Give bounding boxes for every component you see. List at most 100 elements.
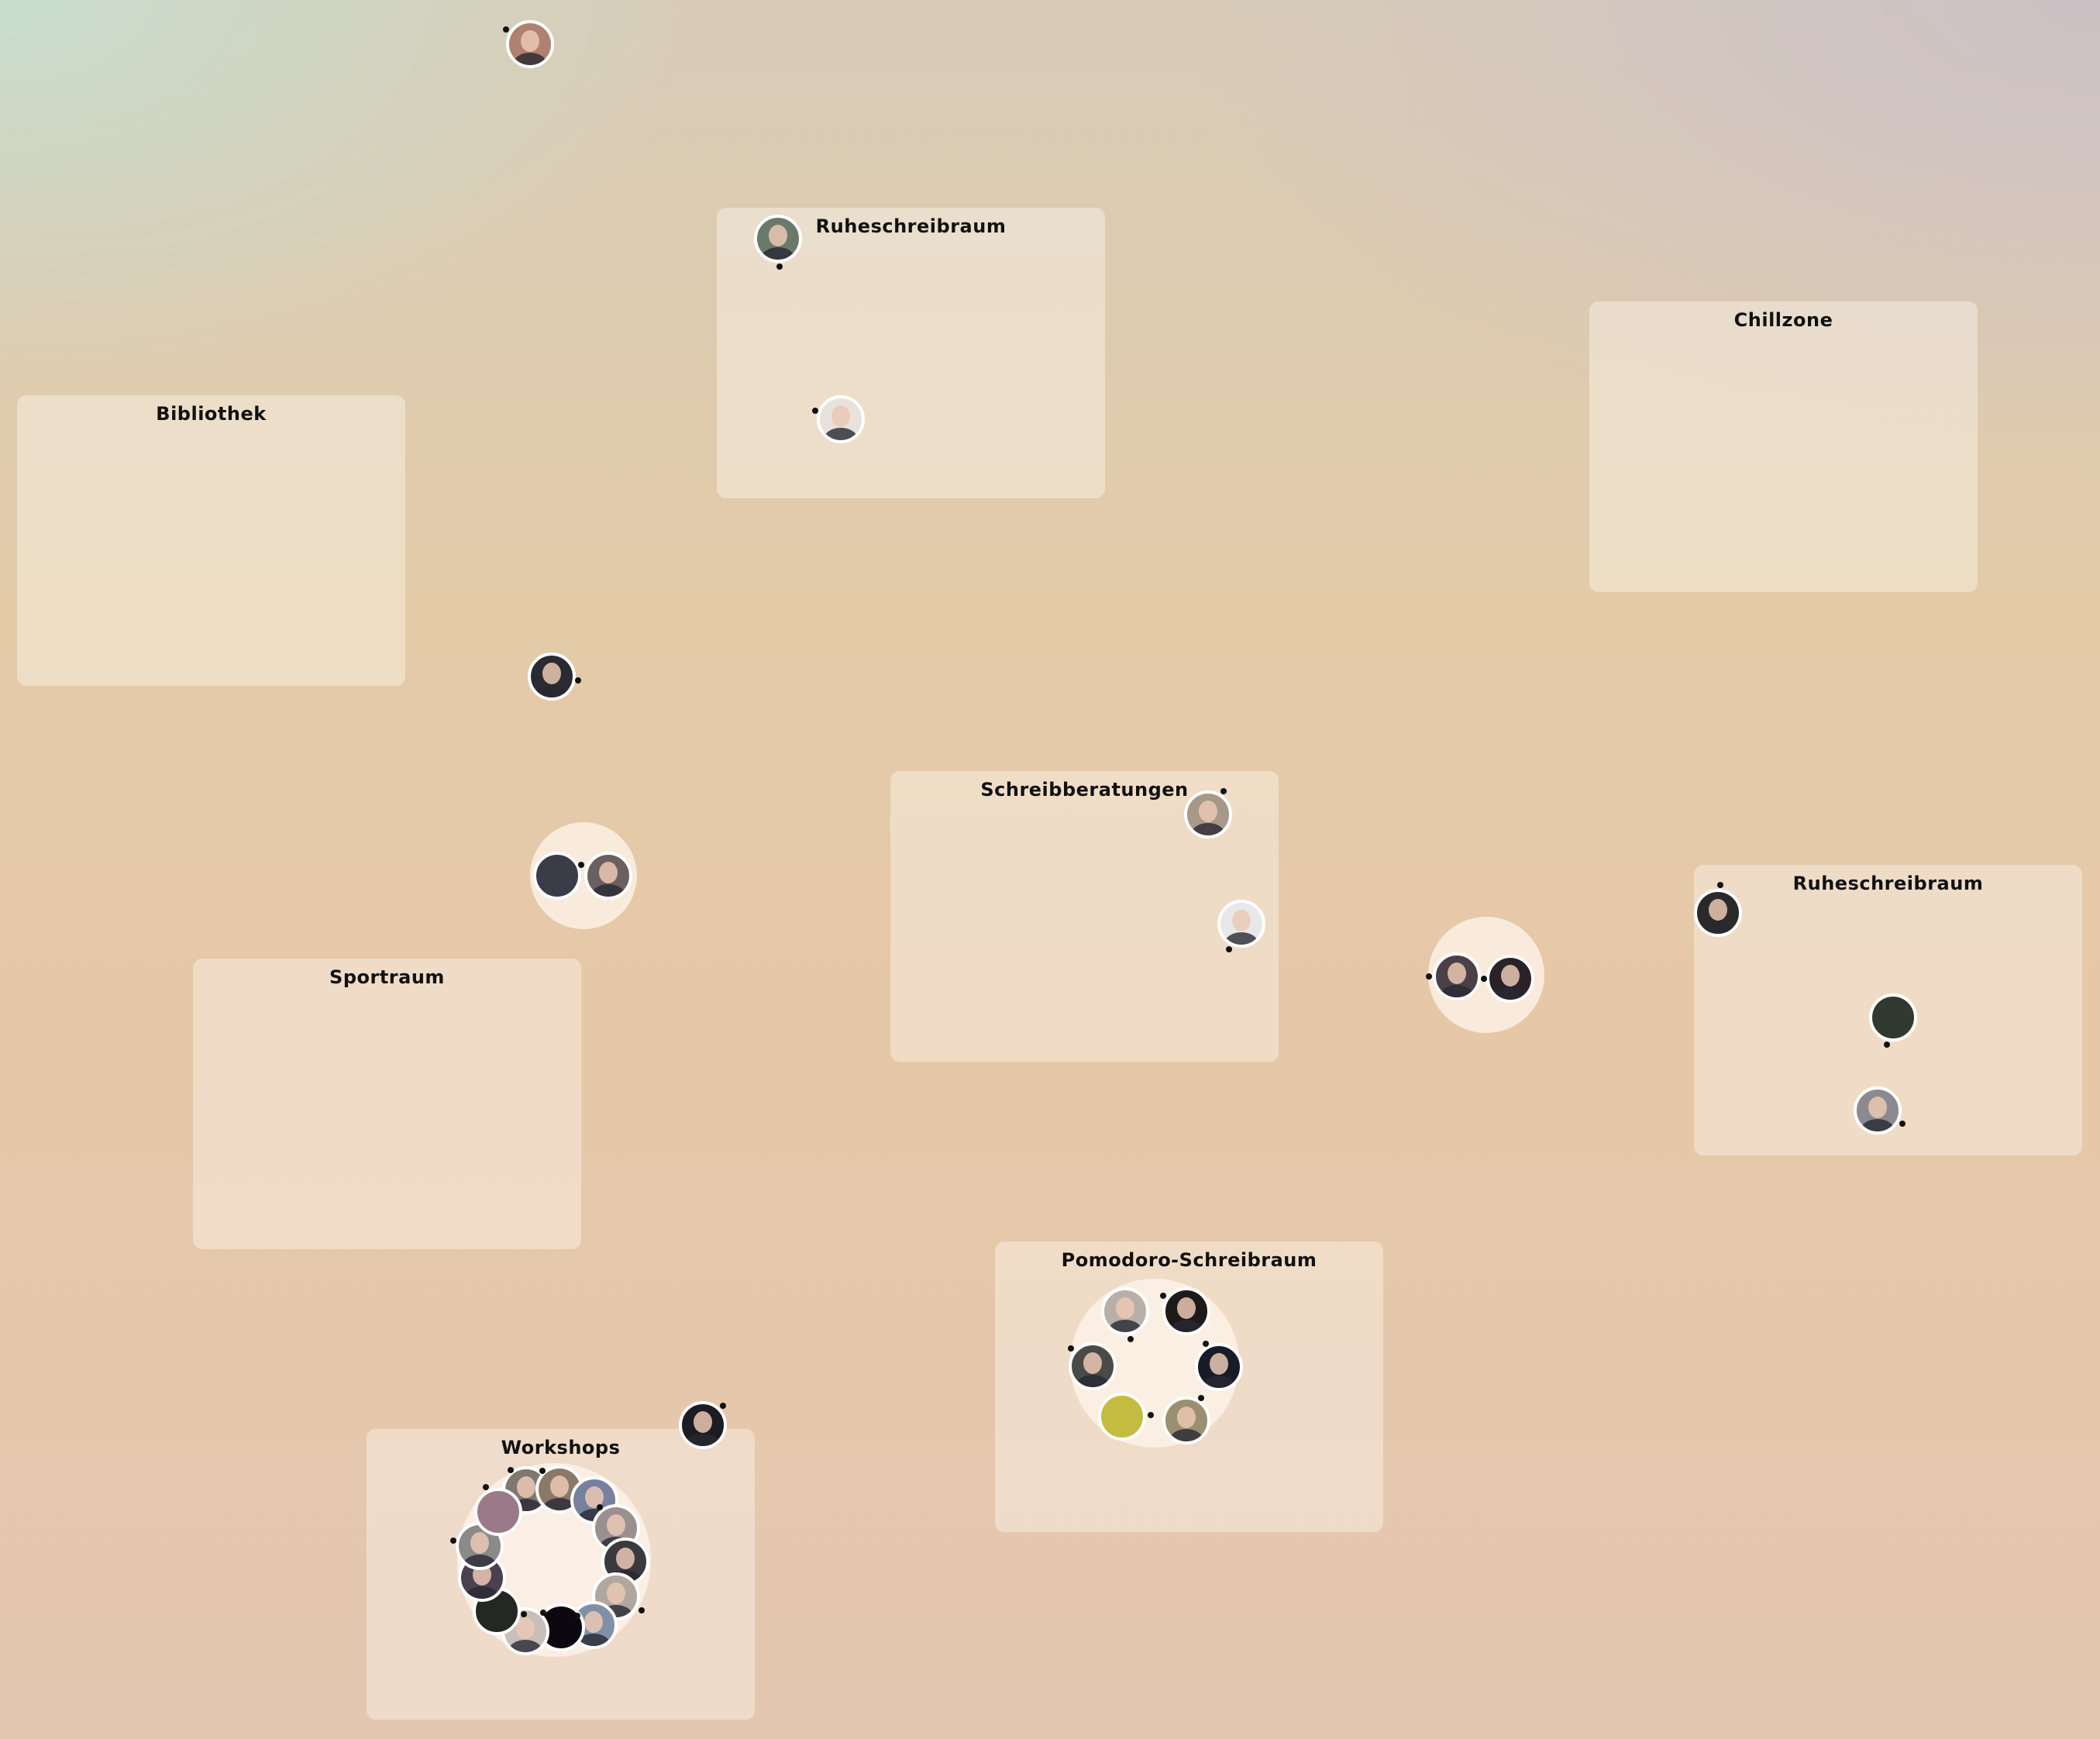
face-icon (769, 225, 787, 246)
direction-indicator-dot (540, 1610, 546, 1616)
face-icon (542, 663, 561, 684)
direction-indicator-dot (1160, 1293, 1166, 1299)
participant-avatar[interactable] (754, 215, 802, 263)
body-icon (1701, 921, 1735, 934)
room-label: Chillzone (1733, 309, 1833, 331)
body-icon (1224, 932, 1258, 945)
participant-avatar[interactable] (1162, 1287, 1210, 1335)
room-chillzone[interactable]: Chillzone (1589, 301, 1978, 592)
participant-avatar[interactable] (502, 1466, 550, 1514)
face-icon (607, 1582, 625, 1604)
face-icon (1501, 965, 1520, 987)
face-icon (1199, 801, 1217, 822)
body-icon (1493, 987, 1527, 1000)
face-icon (1232, 910, 1251, 931)
body-icon (591, 884, 625, 897)
direction-indicator-dot (1226, 946, 1232, 952)
direction-indicator-dot (521, 1611, 527, 1617)
direction-indicator-dot (1198, 1395, 1204, 1401)
face-icon (1177, 1407, 1196, 1428)
face-icon (550, 1476, 569, 1497)
direction-indicator-dot (1068, 1345, 1074, 1352)
face-icon (694, 1411, 712, 1433)
participant-avatar[interactable] (528, 653, 576, 701)
face-icon (1177, 1297, 1196, 1319)
participant-avatar[interactable] (1869, 993, 1917, 1042)
direction-indicator-dot (1426, 973, 1432, 980)
room-label: Ruheschreibraum (815, 215, 1007, 237)
direction-indicator-dot (1717, 882, 1723, 888)
room-bibliothek[interactable]: Bibliothek (17, 395, 405, 686)
body-icon (465, 1586, 499, 1599)
room-label: Workshops (501, 1437, 621, 1458)
face-icon (516, 1617, 535, 1639)
direction-indicator-dot (539, 1468, 546, 1474)
direction-indicator-dot (1481, 976, 1487, 982)
participant-avatar[interactable] (1433, 952, 1481, 1000)
face-icon (1083, 1352, 1102, 1374)
body-icon (824, 428, 858, 440)
face-icon (521, 30, 539, 52)
participant-avatar[interactable] (817, 395, 865, 443)
direction-indicator-dot (597, 1504, 603, 1510)
participant-avatar[interactable] (1854, 1086, 1902, 1135)
direction-indicator-dot (1148, 1412, 1154, 1418)
direction-indicator-dot (639, 1607, 645, 1613)
direction-indicator-dot (1220, 788, 1227, 794)
participant-avatar[interactable] (1195, 1343, 1243, 1391)
body-icon (761, 247, 795, 260)
participant-avatar[interactable] (1162, 1396, 1210, 1445)
participant-avatar[interactable] (584, 852, 632, 900)
face-icon (599, 862, 618, 883)
direction-indicator-dot (574, 1613, 580, 1619)
body-icon (1108, 1320, 1142, 1332)
face-icon (1709, 899, 1727, 921)
participant-avatar[interactable] (679, 1401, 727, 1449)
room-label: Ruheschreibraum (1792, 873, 1984, 894)
participant-avatar[interactable] (474, 1488, 522, 1536)
direction-indicator-dot (1884, 1042, 1890, 1048)
direction-indicator-dot (575, 677, 581, 684)
room-label: Schreibberatungen (980, 779, 1189, 801)
body-icon (1169, 1429, 1203, 1441)
face-icon (616, 1548, 635, 1569)
face-icon (517, 1476, 535, 1498)
body-icon (1076, 1375, 1110, 1387)
direction-indicator-dot (508, 1467, 514, 1473)
body-icon (1169, 1320, 1203, 1332)
direction-indicator-dot (1203, 1341, 1209, 1347)
face-icon (1448, 962, 1466, 984)
body-icon (577, 1634, 611, 1646)
face-icon (1868, 1097, 1887, 1118)
room-label: Sportraum (329, 966, 445, 988)
body-icon (1440, 985, 1474, 997)
direction-indicator-dot (1127, 1336, 1134, 1342)
participant-avatar[interactable] (1098, 1393, 1146, 1441)
body-icon (1191, 823, 1225, 835)
body-icon (513, 53, 547, 65)
direction-indicator-dot (1899, 1121, 1905, 1127)
direction-indicator-dot (578, 862, 584, 868)
body-icon (508, 1640, 542, 1652)
room-label: Pomodoro-Schreibraum (1061, 1249, 1317, 1271)
direction-indicator-dot (503, 26, 509, 33)
participant-avatar[interactable] (1694, 889, 1742, 937)
participant-avatar[interactable] (1217, 900, 1265, 948)
participant-avatar[interactable] (533, 852, 581, 900)
participant-avatar[interactable] (1184, 790, 1232, 839)
face-icon (470, 1532, 489, 1554)
participant-avatar[interactable] (1069, 1342, 1117, 1390)
participant-avatar[interactable] (1486, 955, 1534, 1003)
body-icon (463, 1555, 497, 1567)
face-icon (831, 405, 850, 427)
direction-indicator-dot (776, 263, 783, 270)
face-icon (1116, 1297, 1134, 1319)
room-label: Bibliothek (156, 403, 267, 425)
direction-indicator-dot (812, 408, 818, 414)
participant-avatar[interactable] (1101, 1287, 1149, 1335)
face-icon (1210, 1353, 1228, 1375)
body-icon (542, 1498, 577, 1510)
room-sportraum[interactable]: Sportraum (193, 959, 581, 1249)
participant-avatar[interactable] (506, 20, 554, 68)
body-icon (686, 1434, 720, 1446)
